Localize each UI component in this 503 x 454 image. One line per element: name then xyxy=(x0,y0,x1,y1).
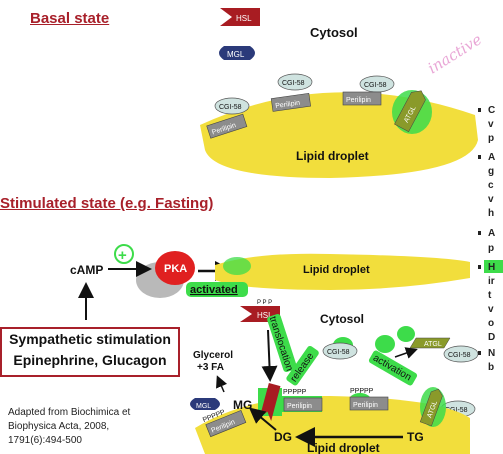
side-bullet-marker xyxy=(478,155,481,159)
pka-label: PKA xyxy=(164,263,187,275)
basal-cgi58-2: CGI-58 xyxy=(277,73,313,91)
side-bullet-text: ir xyxy=(488,276,495,287)
side-bullet-text: N xyxy=(488,348,495,359)
stimulated-perilipin-3: Perilipin PPPPP xyxy=(349,388,389,411)
inactive-handwritten-note: inactive xyxy=(425,30,486,77)
svg-text:CGI-58: CGI-58 xyxy=(364,82,387,89)
camp-label: cAMP xyxy=(70,263,103,277)
basal-hsl-flag: HSL xyxy=(220,8,260,26)
side-bullet-text: o xyxy=(488,318,494,329)
fatty-acids-label: +3 FA xyxy=(197,362,224,373)
svg-text:PPPPP: PPPPP xyxy=(350,388,374,395)
svg-text:MGL: MGL xyxy=(196,403,211,410)
svg-text:CGI-58: CGI-58 xyxy=(327,349,350,356)
svg-text:CGI-58: CGI-58 xyxy=(445,407,468,414)
sympathetic-stimulation-box: Sympathetic stimulation Epinephrine, Glu… xyxy=(0,327,180,377)
tg-label: TG xyxy=(407,430,424,444)
mg-to-glycerol-arrow xyxy=(216,375,228,393)
activated-label: activated xyxy=(190,284,238,296)
side-bullet-text: h xyxy=(488,208,494,219)
translocation-highlight xyxy=(267,314,297,372)
credit-line-2: Biophysica Acta, 2008, xyxy=(8,421,110,432)
side-bullet-text: v xyxy=(488,119,494,130)
stimulated-atgl-bottom: ATGL xyxy=(419,388,443,427)
basal-cgi58-1: CGI-58 xyxy=(214,97,250,115)
stimulated-atgl-top: ATGL xyxy=(409,337,451,349)
svg-text:Perilipin: Perilipin xyxy=(353,402,378,409)
side-bullet-text: t xyxy=(488,290,492,301)
side-bullet-marker xyxy=(478,231,481,235)
side-bullet-text: A xyxy=(488,228,495,239)
basal-perilipin-3: Perilipin xyxy=(342,91,382,106)
svg-text:CGI-58: CGI-58 xyxy=(448,352,471,359)
basal-perilipin-2: Perilipin xyxy=(270,92,311,112)
side-bullet-text: v xyxy=(488,304,494,315)
stimulation-line-2: Epinephrine, Glucagon xyxy=(13,352,167,368)
activated-highlight xyxy=(186,282,248,297)
mg-label: MG xyxy=(233,398,252,412)
svg-text:ATGL: ATGL xyxy=(424,341,442,348)
svg-text:P P P: P P P xyxy=(257,300,272,306)
stimulated-lipid-droplet-top xyxy=(215,253,470,290)
basal-cgi58-3: CGI-58 xyxy=(359,75,395,93)
svg-text:Perilipin: Perilipin xyxy=(346,97,371,104)
side-bullet-text: p xyxy=(488,133,494,144)
stimulated-state-title: Stimulated state (e.g. Fasting) xyxy=(0,195,214,212)
side-bullet-marker xyxy=(478,265,481,269)
plus-sign: + xyxy=(118,247,127,264)
stimulated-lipid-droplet-top-label: Lipid droplet xyxy=(303,264,370,276)
credit-line-3: 1791(6):494-500 xyxy=(8,435,82,446)
svg-text:PPPPP: PPPPP xyxy=(283,389,307,396)
translocation-label: translocation xyxy=(267,315,295,372)
side-bullet-marker xyxy=(478,108,481,112)
side-bullet-text: H xyxy=(488,262,495,273)
side-bullet-text: v xyxy=(488,194,494,205)
side-bullet-text: b xyxy=(488,362,494,373)
svg-text:Perilipin: Perilipin xyxy=(275,100,301,110)
green-blob-2 xyxy=(375,335,395,353)
stimulated-perilipin-2: Perilipin PPPPP xyxy=(283,389,323,412)
side-bullet-text: C xyxy=(488,105,495,116)
stimulated-cgi58-1: CGI-58 xyxy=(322,342,358,360)
side-bullet-text: p xyxy=(488,243,494,254)
glycerol-label: Glycerol xyxy=(193,350,233,361)
stimulated-cgi58-2: CGI-58 xyxy=(443,345,479,363)
pka-enzyme xyxy=(155,251,195,285)
svg-text:CGI-58: CGI-58 xyxy=(219,104,242,111)
svg-text:CGI-58: CGI-58 xyxy=(282,80,305,87)
basal-state-title: Basal state xyxy=(30,10,110,27)
release-highlight xyxy=(286,345,319,386)
translocation-arrow xyxy=(261,329,278,382)
side-bullet-marker xyxy=(478,351,481,355)
basal-mgl-enzyme: MGL xyxy=(219,46,255,60)
basal-cytosol-label: Cytosol xyxy=(310,25,358,40)
svg-text:MGL: MGL xyxy=(227,50,245,59)
stimulated-mgl: MGL xyxy=(190,398,220,410)
side-bullet-text: D xyxy=(488,332,495,343)
side-bullet-text: c xyxy=(488,180,494,191)
dg-label: DG xyxy=(274,430,292,444)
basal-atgl-enzyme: ATGL xyxy=(394,90,426,132)
stimulated-cytosol-label: Cytosol xyxy=(320,312,364,326)
source-credit: Adapted from Biochimica et Biophysica Ac… xyxy=(8,406,130,448)
side-bullet-highlight xyxy=(484,260,503,273)
credit-line-1: Adapted from Biochimica et xyxy=(8,407,131,418)
upper-droplet-highlight xyxy=(223,257,251,275)
side-bullet-text: g xyxy=(488,166,494,177)
svg-text:HSL: HSL xyxy=(236,14,252,23)
plus-icon xyxy=(114,244,134,264)
activation-arrow xyxy=(394,347,418,359)
dg-to-mg-arrow xyxy=(248,407,277,431)
svg-text:Perilipin: Perilipin xyxy=(287,403,312,410)
green-blob-3 xyxy=(397,326,415,342)
basal-lipid-droplet-label: Lipid droplet xyxy=(296,149,369,163)
activation-highlight xyxy=(368,350,418,386)
stimulation-line-1: Sympathetic stimulation xyxy=(9,331,171,347)
side-bullet-text: A xyxy=(488,152,495,163)
stimulated-lipid-droplet-bottom-label: Lipid droplet xyxy=(307,441,380,454)
svg-text:HSL: HSL xyxy=(257,311,273,320)
